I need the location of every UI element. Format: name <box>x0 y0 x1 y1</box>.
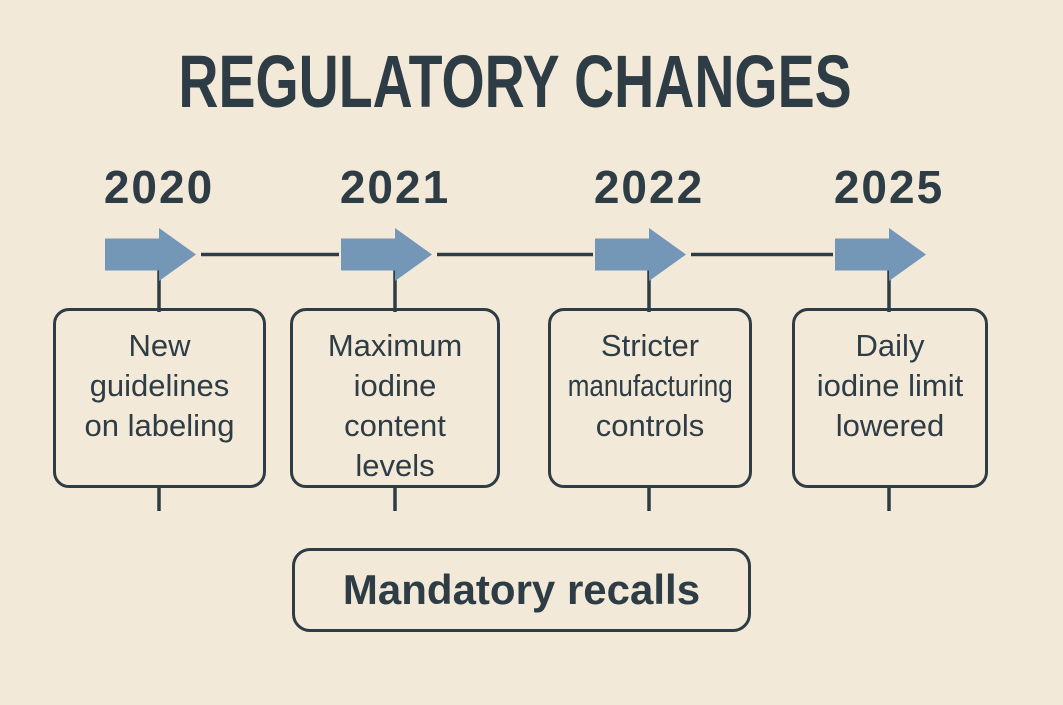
event-box-line: iodine <box>353 368 437 403</box>
event-box-2020: New guidelines on labeling <box>53 308 266 488</box>
event-box-line: Maximum <box>327 328 463 363</box>
year-label-2025: 2025 <box>833 161 945 213</box>
event-box-line: guidelines <box>89 368 230 403</box>
timeline-arrow-icon <box>105 228 196 281</box>
event-box-2021: Maximum iodine content levels <box>290 308 500 488</box>
mandatory-recalls-label: Mandatory recalls <box>342 566 701 613</box>
timeline-arrow-icon <box>341 228 432 281</box>
event-box-line: controls <box>595 408 705 443</box>
mandatory-recalls-box: Mandatory recalls <box>292 548 751 632</box>
timeline-arrow-icon <box>835 228 926 281</box>
event-box-line: iodine limit <box>816 368 964 403</box>
year-label-2020: 2020 <box>103 161 215 213</box>
event-box-line: on labeling <box>84 408 235 443</box>
timeline-arrow-icon <box>595 228 686 281</box>
event-box-line: manufacturing <box>567 368 733 403</box>
year-label-2022: 2022 <box>593 161 705 213</box>
year-label-2021: 2021 <box>339 161 451 213</box>
event-box-line: Daily <box>855 328 925 363</box>
event-box-line: Stricter <box>600 328 700 363</box>
event-box-line: content <box>344 408 446 443</box>
page-title: REGULATORY CHANGES <box>178 40 852 123</box>
event-box-line: New <box>128 328 191 363</box>
event-box-2022: Stricter manufacturing controls <box>548 308 752 488</box>
event-box-line: levels <box>355 448 435 483</box>
event-box-line: lowered <box>835 408 945 443</box>
event-box-2025: Daily iodine limit lowered <box>792 308 988 488</box>
